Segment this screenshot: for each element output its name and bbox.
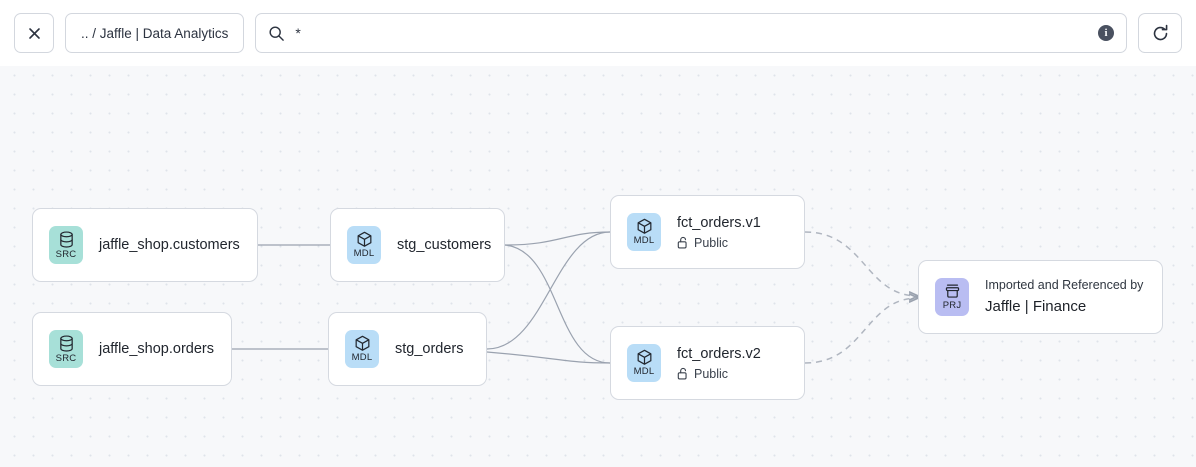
node-text: fct_orders.v1 Public [677, 214, 761, 251]
node-title: stg_customers [397, 236, 492, 253]
refresh-button[interactable] [1138, 13, 1182, 53]
node-kicker: Imported and Referenced by [985, 278, 1144, 292]
refresh-icon [1153, 24, 1167, 40]
badge-mdl: MDL [627, 344, 661, 382]
cube-icon [637, 218, 651, 234]
edge-v1-to-finance [804, 231, 918, 296]
edge-stg-customers-to-v1 [504, 231, 611, 246]
node-access: Public [677, 366, 761, 382]
info-icon[interactable]: i [1098, 25, 1114, 41]
node-title: stg_orders [395, 340, 464, 357]
unlock-icon [677, 236, 687, 249]
cube-icon [637, 349, 651, 365]
breadcrumb[interactable]: .. / Jaffle | Data Analytics [65, 13, 245, 53]
node-access-label: Public [694, 366, 729, 381]
info-icon-label: i [1104, 27, 1108, 39]
database-icon [59, 334, 73, 352]
node-access-label: Public [694, 235, 729, 250]
badge-label: SRC [55, 352, 77, 364]
badge-label: PRJ [942, 300, 962, 311]
badge-mdl: MDL [345, 330, 379, 368]
badge-src: SRC [49, 226, 83, 264]
badge-label: SRC [55, 248, 77, 260]
database-icon [59, 230, 73, 248]
toolbar: .. / Jaffle | Data Analytics i [0, 0, 1196, 66]
badge-src: SRC [49, 330, 83, 368]
node-text: stg_customers [397, 236, 492, 255]
cube-icon [357, 231, 371, 247]
search-field[interactable]: i [255, 13, 1127, 53]
close-icon [28, 27, 40, 39]
node-title: Jaffle | Finance [985, 298, 1087, 315]
node-title: fct_orders.v2 [677, 345, 761, 362]
node-stg-orders[interactable]: MDL stg_orders [328, 312, 487, 386]
graph-edges [232, 231, 1196, 364]
badge-label: MDL [633, 235, 655, 246]
breadcrumb-label: .. / Jaffle | Data Analytics [81, 25, 229, 41]
node-text: Imported and Referenced by Jaffle | Fina… [985, 277, 1143, 317]
node-text: fct_orders.v2 Public [677, 345, 761, 382]
node-jaffle-shop-orders[interactable]: SRC jaffle_shop.orders [32, 312, 232, 386]
badge-mdl: MDL [347, 226, 381, 264]
edge-stg-orders-to-v1 [486, 231, 611, 350]
unlock-icon [677, 367, 687, 380]
node-stg-customers[interactable]: MDL stg_customers [330, 208, 505, 282]
badge-mdl: MDL [627, 213, 661, 251]
node-access: Public [677, 235, 761, 251]
edge-stg-customers-to-v2 [504, 244, 611, 364]
badge-label: MDL [353, 248, 375, 259]
node-text: jaffle_shop.orders [99, 340, 214, 359]
node-title: jaffle_shop.customers [99, 236, 240, 253]
edge-stg-orders-to-v2 [486, 351, 611, 364]
cube-icon [355, 335, 369, 351]
node-text: jaffle_shop.customers [99, 236, 240, 255]
edge-v2-to-finance [804, 298, 918, 364]
search-input[interactable] [295, 14, 1088, 52]
node-title: fct_orders.v1 [677, 214, 761, 231]
badge-label: MDL [633, 366, 655, 377]
search-icon [269, 25, 285, 41]
project-box-icon [945, 284, 959, 298]
close-button[interactable] [14, 13, 54, 53]
node-title: jaffle_shop.orders [99, 340, 215, 357]
node-jaffle-finance[interactable]: PRJ Imported and Referenced by Jaffle | … [918, 260, 1163, 334]
graph-canvas[interactable]: SRC jaffle_shop.customers SRC jaffle_sho… [0, 60, 1196, 467]
badge-label: MDL [351, 352, 373, 363]
node-fct-orders-v2[interactable]: MDL fct_orders.v2 Public [610, 326, 805, 400]
node-text: stg_orders [395, 340, 464, 359]
badge-prj: PRJ [935, 278, 969, 316]
node-fct-orders-v1[interactable]: MDL fct_orders.v1 Public [610, 195, 805, 269]
node-jaffle-shop-customers[interactable]: SRC jaffle_shop.customers [32, 208, 258, 282]
